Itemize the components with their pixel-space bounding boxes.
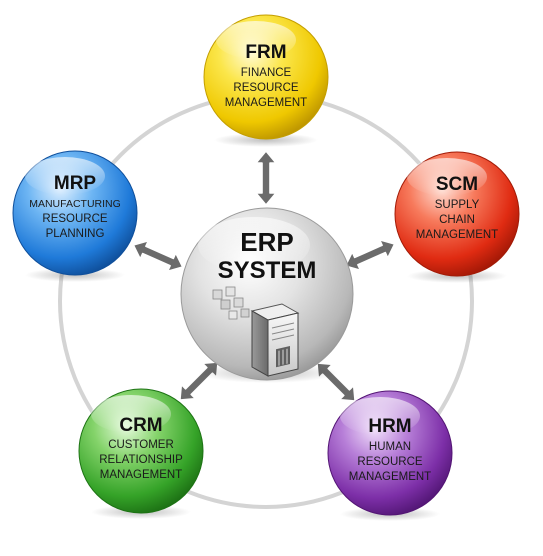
erp-title-line2: SYSTEM — [218, 257, 317, 284]
mrp-line-1: MANUFACTURING — [29, 198, 121, 210]
crm-line-1: CUSTOMER — [108, 439, 174, 451]
frm-node[interactable]: FRM FINANCE RESOURCE MANAGEMENT — [203, 14, 329, 147]
frm-abbr: FRM — [245, 42, 286, 63]
hrm-line-1: HUMAN — [369, 441, 411, 453]
crm-line-2: RELATIONSHIP — [99, 454, 183, 466]
server-icon — [212, 286, 300, 377]
hrm-abbr: HRM — [368, 416, 411, 437]
hrm-node[interactable]: HRM HUMAN RESOURCE MANAGEMENT — [327, 390, 453, 521]
crm-abbr: CRM — [119, 415, 162, 436]
erp-title-line1: ERP — [240, 227, 293, 257]
scm-abbr: SCM — [436, 174, 478, 195]
mrp-line-3: PLANNING — [46, 228, 105, 240]
scm-line-2: CHAIN — [439, 214, 475, 226]
scm-line-1: SUPPLY — [435, 199, 480, 211]
frm-line-1: FINANCE — [241, 67, 292, 79]
crm-line-3: MANAGEMENT — [100, 469, 182, 481]
frm-line-2: RESOURCE — [233, 82, 299, 94]
scm-node[interactable]: SCM SUPPLY CHAIN MANAGEMENT — [394, 151, 520, 283]
mrp-abbr: MRP — [54, 173, 97, 194]
hrm-line-3: MANAGEMENT — [349, 471, 431, 483]
arrow-frm-erp — [255, 150, 277, 206]
crm-node[interactable]: CRM CUSTOMER RELATIONSHIP MANAGEMENT — [78, 388, 204, 519]
mrp-node[interactable]: MRP MANUFACTURING RESOURCE PLANNING — [12, 150, 138, 282]
erp-system-node[interactable]: ERP SYSTEM — [180, 207, 354, 383]
hrm-line-2: RESOURCE — [357, 456, 423, 468]
arrow-scm-erp — [340, 234, 400, 276]
scm-line-3: MANAGEMENT — [416, 229, 498, 241]
frm-line-3: MANAGEMENT — [225, 97, 307, 109]
mrp-line-2: RESOURCE — [42, 213, 108, 225]
arrow-mrp-erp — [128, 235, 188, 277]
